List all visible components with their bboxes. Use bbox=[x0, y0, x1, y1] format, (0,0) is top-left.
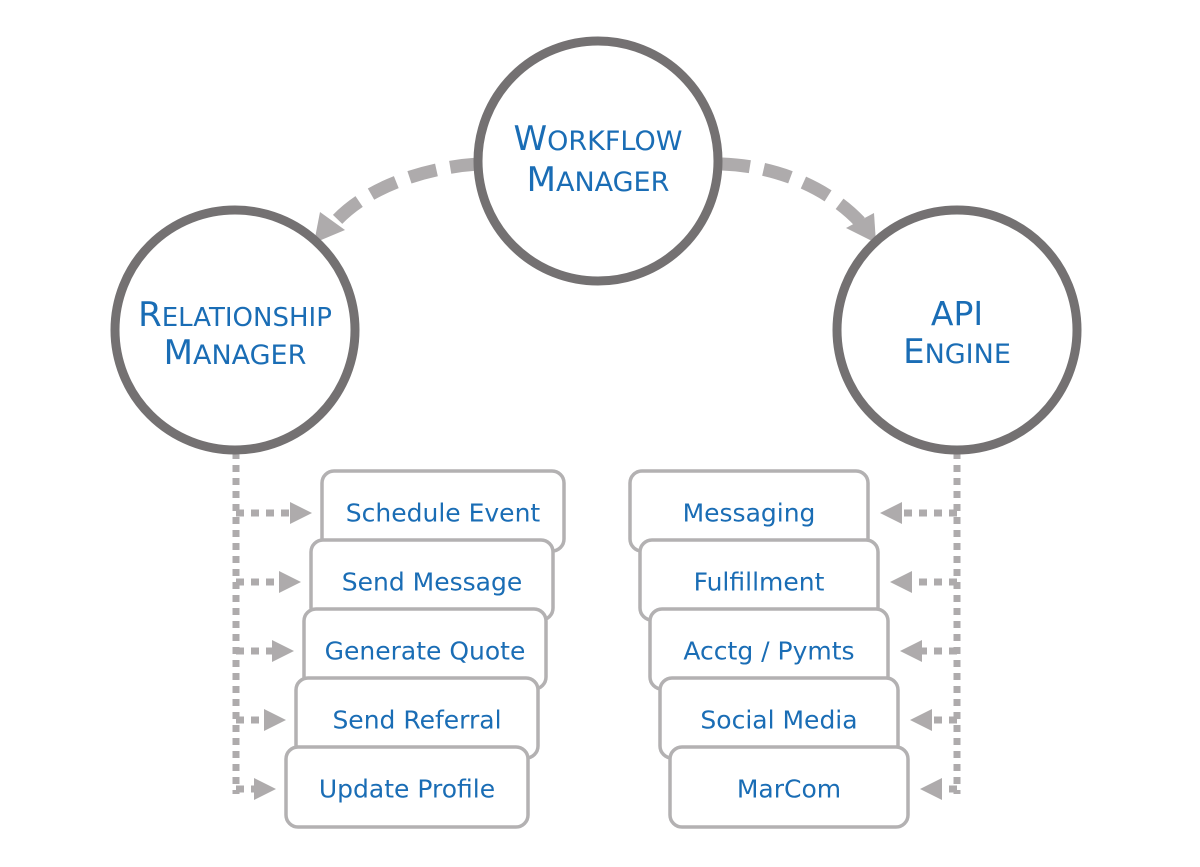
left-stack-label: Send Referral bbox=[332, 706, 501, 735]
right-stack-label: MarCom bbox=[737, 775, 841, 804]
right-stack-item[interactable]: Social Media bbox=[658, 676, 900, 760]
left-stack-label: Generate Quote bbox=[325, 637, 526, 666]
left-stack-label: Schedule Event bbox=[346, 499, 541, 528]
edge-workflow-to-api bbox=[721, 157, 865, 227]
api-label-line2: ENGINE bbox=[903, 332, 1011, 372]
right-stack-label: Fulfillment bbox=[694, 568, 825, 597]
left-branch-arrowhead bbox=[279, 571, 301, 593]
left-stack-item[interactable]: Update Profile bbox=[284, 745, 530, 829]
left-stack-box bbox=[284, 745, 530, 829]
left-stack-label: Send Message bbox=[342, 568, 522, 597]
left-branch-arrowhead bbox=[264, 709, 286, 731]
right-branch-arrowhead bbox=[890, 571, 912, 593]
left-stack-item[interactable]: Generate Quote bbox=[302, 607, 548, 691]
left-stack-label: Update Profile bbox=[319, 775, 495, 804]
right-branch-arrowhead bbox=[910, 709, 932, 731]
workflow-label-line2: MANAGER bbox=[527, 160, 670, 200]
arrowhead-api bbox=[846, 213, 876, 243]
arrowhead-relationship bbox=[314, 212, 345, 243]
right-branch-arrowhead bbox=[920, 778, 942, 800]
right-branch-arrowhead bbox=[900, 640, 922, 662]
left-stack-item[interactable]: Send Referral bbox=[294, 676, 540, 760]
relationship-label-line1: RELATIONSHIP bbox=[138, 295, 332, 335]
relationship-label-line2: MANAGER bbox=[164, 333, 307, 373]
right-stack-label: Social Media bbox=[700, 706, 857, 735]
right-stack-label: Acctg / Pymts bbox=[683, 637, 854, 666]
right-stack-item[interactable]: MarCom bbox=[668, 745, 910, 829]
node-relationship-manager[interactable]: RELATIONSHIP MANAGER bbox=[110, 205, 360, 455]
left-branch-arrowhead bbox=[290, 502, 312, 524]
right-stack-label: Messaging bbox=[683, 499, 816, 528]
api-label-line1: API bbox=[931, 294, 983, 333]
node-workflow-manager[interactable]: WORKFLOW MANAGER bbox=[473, 36, 723, 286]
left-branch-arrowhead bbox=[254, 778, 276, 800]
right-branch-arrowhead bbox=[880, 502, 902, 524]
right-stack-item[interactable]: Messaging bbox=[628, 469, 870, 553]
node-api-engine[interactable]: API ENGINE bbox=[832, 205, 1082, 455]
left-stack-item[interactable]: Schedule Event bbox=[320, 469, 566, 553]
left-branch-arrowhead bbox=[272, 640, 294, 662]
edge-workflow-to-relationship bbox=[324, 157, 479, 233]
right-stack-box bbox=[668, 745, 910, 829]
right-stack-item[interactable]: Fulfillment bbox=[638, 538, 880, 622]
workflow-label-line1: WORKFLOW bbox=[514, 119, 683, 159]
